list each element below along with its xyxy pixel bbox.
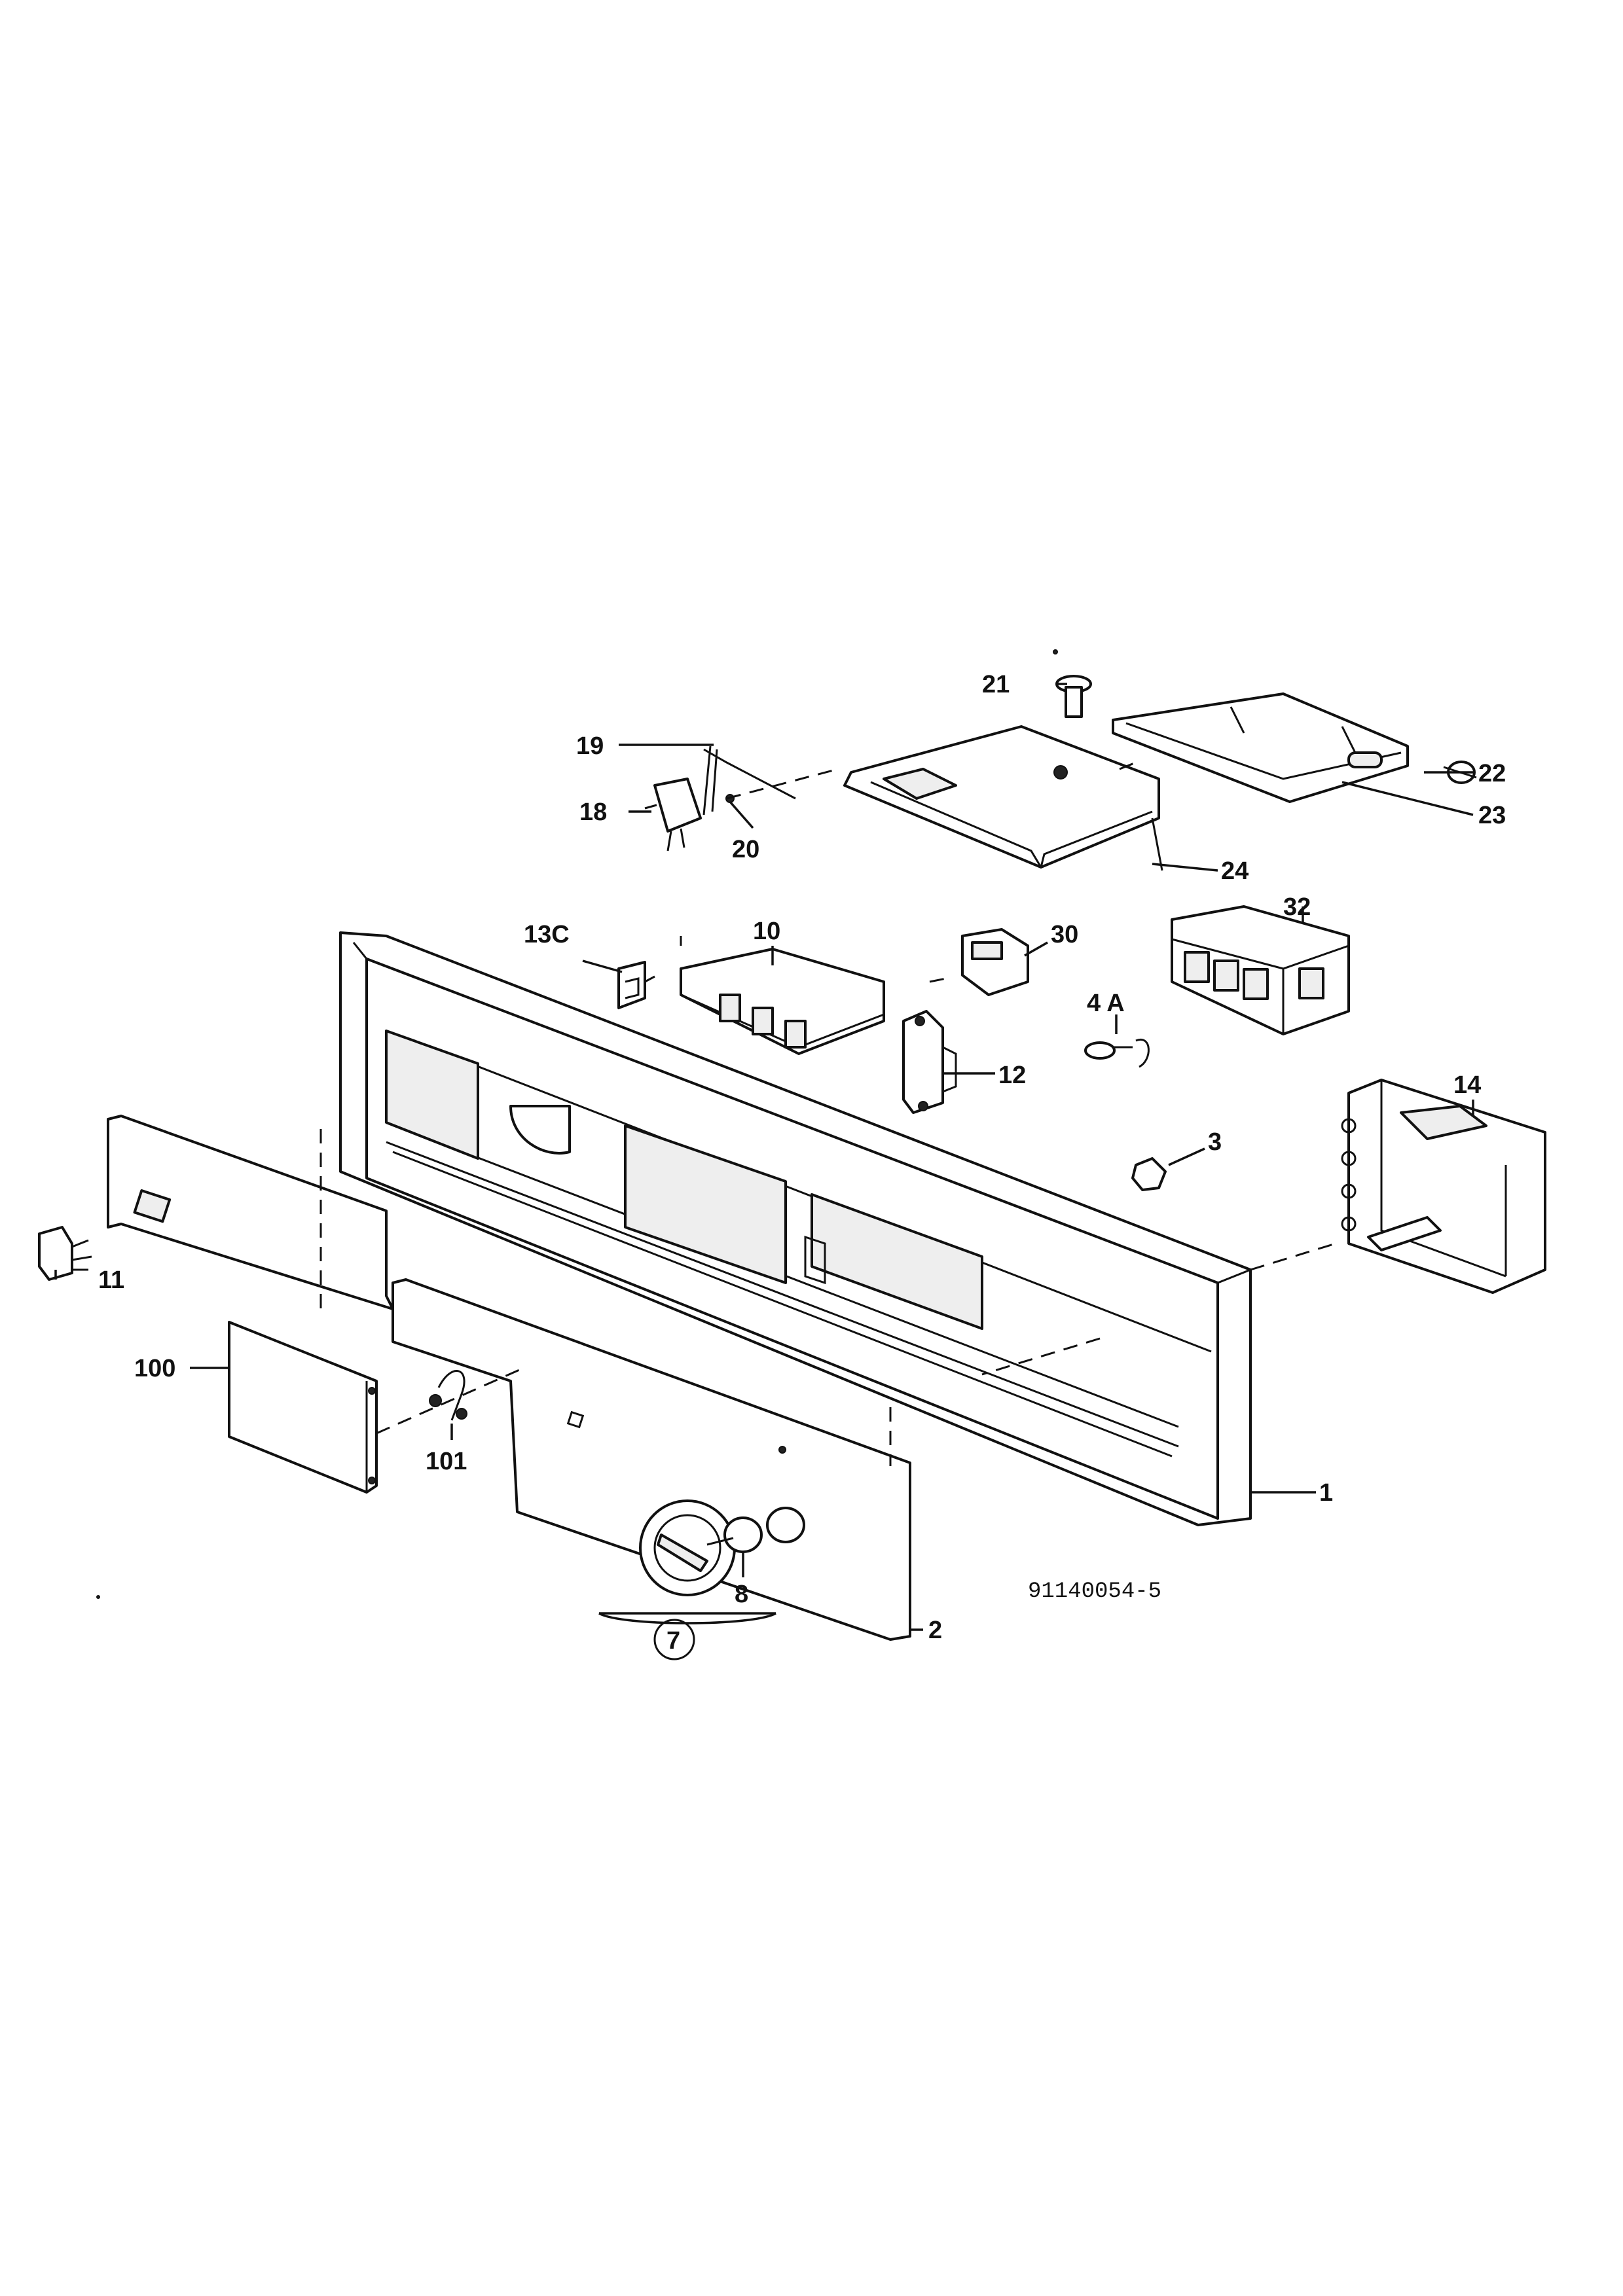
part-2-front-panel	[392, 1278, 911, 1641]
part-24-bracket	[843, 725, 1163, 871]
part-1-control-panel-frame	[339, 931, 1252, 1526]
callout-24: 24	[1221, 857, 1249, 885]
callout-32: 32	[1283, 893, 1311, 921]
callout-20: 20	[732, 836, 759, 863]
callout-7-circle	[653, 1619, 695, 1660]
callout-4a: 4 A	[1087, 990, 1125, 1017]
callout-19: 19	[576, 732, 604, 760]
callout-10: 10	[753, 918, 780, 945]
part-7-knob	[639, 1499, 736, 1596]
part-23-rail	[1112, 692, 1409, 803]
callout-8: 8	[735, 1581, 748, 1608]
callout-101: 101	[426, 1448, 467, 1475]
part-30-socket	[961, 928, 1029, 996]
callout-23: 23	[1478, 802, 1506, 829]
callout-13c: 13C	[524, 921, 570, 948]
callout-1: 1	[1319, 1479, 1333, 1507]
callout-11: 11	[98, 1266, 124, 1294]
callout-21: 21	[982, 671, 1010, 698]
part-13c-clip	[617, 961, 646, 1009]
part-100-cover	[228, 1321, 378, 1494]
callouts: 21 19 22 18 23 20 24 10 13C 30 32 4 A 12…	[98, 671, 1506, 1660]
callout-7: 7	[666, 1627, 680, 1655]
callout-18: 18	[579, 798, 607, 826]
callout-3: 3	[1208, 1128, 1222, 1156]
callout-30: 30	[1051, 921, 1078, 948]
leader-lines	[54, 683, 1474, 1631]
document-number: 91140054-5	[1028, 1579, 1161, 1604]
part-19-rod	[702, 745, 796, 816]
part-10-switch-block	[680, 948, 885, 1055]
scan-speck	[96, 1595, 100, 1599]
part-18-switch	[644, 778, 702, 852]
callout-2: 2	[928, 1617, 942, 1644]
part-21-screw	[1055, 675, 1092, 718]
part-4a-lamp	[1084, 1038, 1150, 1068]
part-14-timer	[1341, 1079, 1546, 1294]
part-3-nut	[1131, 1157, 1167, 1191]
part-32-terminal-block	[1171, 905, 1350, 1035]
scan-speck	[1053, 649, 1058, 655]
callout-12: 12	[998, 1062, 1026, 1089]
part-11-button	[38, 1226, 92, 1281]
callout-14: 14	[1453, 1071, 1481, 1099]
part-101-clip	[429, 1370, 467, 1421]
callout-22: 22	[1478, 760, 1506, 787]
part-12-bracket	[902, 1010, 957, 1114]
assembly-lines	[319, 761, 1336, 1466]
callout-100: 100	[134, 1355, 175, 1382]
